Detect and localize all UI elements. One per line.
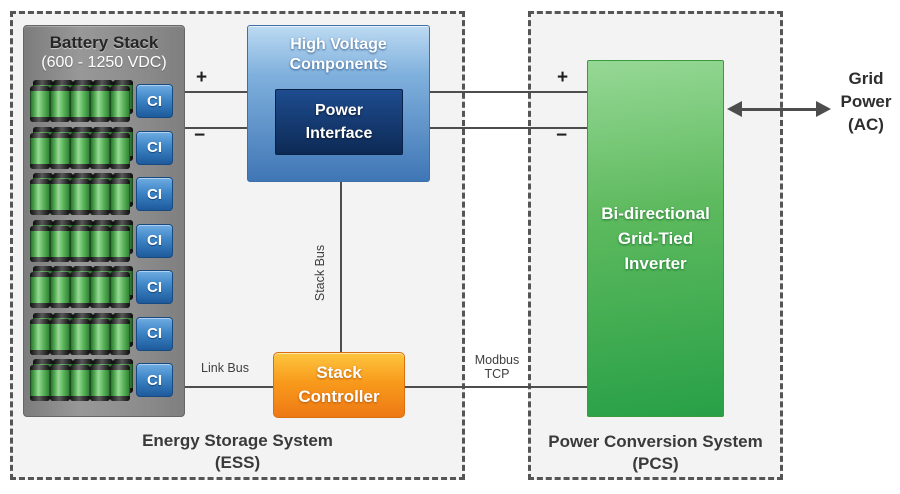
battery-cluster <box>30 312 133 355</box>
ci-box: CI <box>136 177 173 211</box>
grid-power-label: Grid Power (AC) <box>840 69 892 134</box>
battery-cell-icon <box>30 318 50 355</box>
stack-bus-label: Stack Bus <box>313 244 327 302</box>
battery-cell-icon <box>110 365 130 401</box>
battery-cell-icon <box>90 132 110 169</box>
battery-cell-icon <box>50 179 70 215</box>
power-interface-box: Power Interface <box>275 89 403 155</box>
ess-minus-label: − <box>194 125 206 146</box>
battery-cell-icon <box>70 86 90 122</box>
battery-cell-icon <box>50 225 70 262</box>
battery-cell-icon <box>90 179 110 215</box>
battery-cluster <box>30 359 133 401</box>
battery-cell-icon <box>30 272 50 308</box>
inverter-title: Bi-directional Grid-Tied Inverter <box>601 204 710 273</box>
battery-cell-icon <box>30 86 50 122</box>
battery-cell-icon <box>110 179 130 215</box>
ci-box: CI <box>136 223 173 258</box>
battery-cell-icon <box>50 365 70 401</box>
battery-cluster <box>30 266 133 308</box>
battery-cell-icon <box>70 179 90 215</box>
high-voltage-components-title: High Voltage Components <box>289 36 388 73</box>
modbus-tcp-label: Modbus TCP <box>474 353 520 381</box>
battery-cell-icon <box>90 225 110 262</box>
battery-cell-icon <box>110 272 130 308</box>
battery-cell-icon <box>90 272 110 308</box>
battery-cell-icon <box>50 132 70 169</box>
battery-stack-voltage: (600 - 1250 VDC) <box>41 54 167 71</box>
stack-controller-box: Stack Controller <box>273 352 405 418</box>
battery-cell-icon <box>110 132 130 169</box>
battery-cell-icon <box>30 365 50 401</box>
inverter-box: Bi-directional Grid-Tied Inverter <box>587 60 724 417</box>
battery-cell-icon <box>30 179 50 215</box>
pcs-caption: Power Conversion System (PCS) <box>548 432 763 473</box>
battery-cell-icon <box>90 318 110 355</box>
battery-cluster <box>30 126 133 169</box>
battery-cell-icon <box>30 132 50 169</box>
battery-cell-icon <box>30 225 50 262</box>
battery-cell-icon <box>90 365 110 401</box>
battery-cell-icon <box>110 86 130 122</box>
battery-cell-icon <box>50 318 70 355</box>
pcs-plus-label: + <box>557 67 569 88</box>
grid-bidirectional-arrow-icon <box>727 101 831 117</box>
pcs-minus-label: − <box>556 125 568 146</box>
battery-cluster <box>30 219 133 262</box>
battery-cell-icon <box>70 272 90 308</box>
battery-cell-icon <box>70 365 90 401</box>
battery-cell-icon <box>50 272 70 308</box>
battery-stack-title: Battery Stack <box>49 33 159 52</box>
battery-cell-icon <box>110 318 130 355</box>
battery-cluster <box>30 173 133 215</box>
ess-plus-label: + <box>196 67 208 88</box>
ci-box: CI <box>136 316 173 351</box>
link-bus-label: Link Bus <box>201 361 249 375</box>
ci-box: CI <box>136 130 173 165</box>
battery-cell-icon <box>70 318 90 355</box>
ci-box: CI <box>136 363 173 397</box>
battery-cell-icon <box>70 225 90 262</box>
battery-cell-icon <box>70 132 90 169</box>
ci-box: CI <box>136 270 173 304</box>
battery-cluster <box>30 80 133 122</box>
battery-cell-icon <box>90 86 110 122</box>
stack-bus-wire <box>340 155 342 387</box>
battery-cell-icon <box>110 225 130 262</box>
ess-caption: Energy Storage System (ESS) <box>142 431 333 472</box>
ci-box: CI <box>136 84 173 118</box>
battery-cell-icon <box>50 86 70 122</box>
